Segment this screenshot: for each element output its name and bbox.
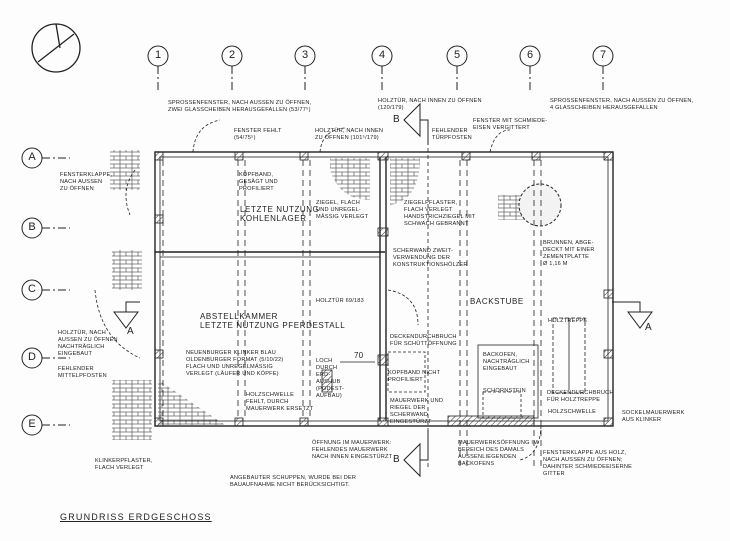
- axis-label-4: 4: [378, 49, 386, 61]
- north-compass: [31, 23, 81, 73]
- section-markers: [113, 102, 653, 478]
- note-threshold-missing: Holzschwelle fehlt, durch Mauerwerk erse…: [246, 392, 314, 412]
- fixtures: [340, 317, 586, 419]
- note-masonry-opening-oven: Mauerwerksöffnung im Bereich des damals …: [458, 440, 539, 467]
- section-a-left: A: [127, 326, 134, 337]
- note-threshold: Holzschwelle: [548, 409, 597, 415]
- axis-label-7: 7: [599, 49, 607, 61]
- door-swings: [94, 119, 542, 461]
- axis-label-6: 6: [526, 49, 534, 61]
- note-door-69: Holztür 69/183: [316, 298, 364, 304]
- note-window-flap: Fensterklappe, nach aussen zu öffnen: [60, 172, 113, 192]
- note-clinker-floor: Neuenburger Klinker blau Oldenburger For…: [186, 350, 284, 377]
- note-chimney: Schornstein: [483, 388, 526, 394]
- axis-label-e: E: [28, 418, 36, 430]
- section-a-right: A: [645, 322, 652, 333]
- note-window-flap-wood: Fensterklappe aus Holz, nach aussen zu ö…: [543, 450, 633, 477]
- note-masonry-collapsed: Mauerwerk und Riegel der Scherwand einge…: [390, 398, 444, 425]
- axis-label-1: 1: [154, 49, 162, 61]
- ceiling-beams: [162, 120, 542, 470]
- axis-label-c: C: [28, 283, 36, 295]
- drawing-title: GRUNDRISS ERDGESCHOSS: [60, 512, 212, 522]
- note-window-axis7: Sprossenfenster, nach aussen zu öffnen, …: [550, 98, 694, 111]
- note-missing-center-post: Fehlender Mittelpfosten: [58, 366, 107, 379]
- note-ceiling-opening-stairs: Deckendurchbruch für Holztreppe: [547, 390, 614, 403]
- room-coal-storage: Letzte Nutzung Kohlenlager: [240, 205, 320, 223]
- note-window-missing: Fenster fehlt (54/75⁵): [234, 128, 282, 141]
- axis-label-a: A: [28, 151, 36, 163]
- note-wrought-iron-window: Fenster mit Schmiede- eisen vergittert: [473, 118, 548, 131]
- note-wood-stairs: Holztreppe: [548, 318, 588, 324]
- note-brick-paving: Ziegelpflaster, flach verlegt Handstrich…: [404, 200, 476, 227]
- note-missing-door-post: Fehlender Türpfosten: [432, 128, 472, 141]
- note-wood-door-inward: Holztür, nach innen zu öffnen (101⁵/179): [315, 128, 384, 141]
- section-b-bottom: B: [393, 454, 400, 465]
- note-window-axis1: Sprossenfenster, nach aussen zu öffnen, …: [168, 100, 312, 113]
- dimension-label: 70: [354, 351, 364, 360]
- well-cover: [518, 183, 562, 227]
- note-shed: Angebauter Schuppen, wurde bei der Bauau…: [230, 475, 357, 488]
- note-ceiling-opening-chute: Deckendurchbruch für Schüttöffnung: [390, 334, 457, 347]
- note-clinker-paving: Klinkerpflaster, flach verlegt: [95, 458, 153, 471]
- axis-label-b: B: [28, 221, 36, 233]
- note-bake-oven: Backofen, nachträglich eingebaut: [483, 352, 530, 372]
- note-brace: Kopfband, gesägt und profiliert: [239, 172, 278, 192]
- axis-label-2: 2: [228, 49, 236, 61]
- note-plinth-masonry: Sockelmauerwerk aus Klinker: [622, 410, 685, 423]
- grid-axes: [21, 45, 614, 436]
- wall-posts: [154, 151, 614, 427]
- note-door-axis4: Holztür, nach innen zu öffnen (120/179): [378, 98, 482, 111]
- axis-label-3: 3: [301, 49, 309, 61]
- note-door-outward: Holztür, nach aussen zu öffnen nachträgl…: [58, 330, 118, 357]
- axis-label-5: 5: [453, 49, 461, 61]
- section-b-top: B: [393, 114, 400, 125]
- room-storage-stable: Abstellkammer Letzte Nutzung Pferdestall: [200, 312, 346, 330]
- note-brace-not-profiled: Kopfband nicht profiliert: [388, 370, 441, 383]
- note-wall-opening: Öffnung im Mauerwerk: fehlendes Mauerwer…: [312, 440, 393, 460]
- note-brick-flat: Ziegel, flach und unregel- mässig verleg…: [316, 200, 369, 220]
- note-shear-wall: Scherwand zweit- verwendung der Konstruk…: [393, 248, 468, 268]
- note-hole: Loch durch Erd- aushub (Podest- aufbau): [316, 358, 345, 399]
- axis-label-d: D: [28, 351, 36, 363]
- note-well: Brunnen, abge- deckt mit einer Zementpla…: [543, 240, 595, 267]
- room-bakery: Backstube: [470, 297, 524, 306]
